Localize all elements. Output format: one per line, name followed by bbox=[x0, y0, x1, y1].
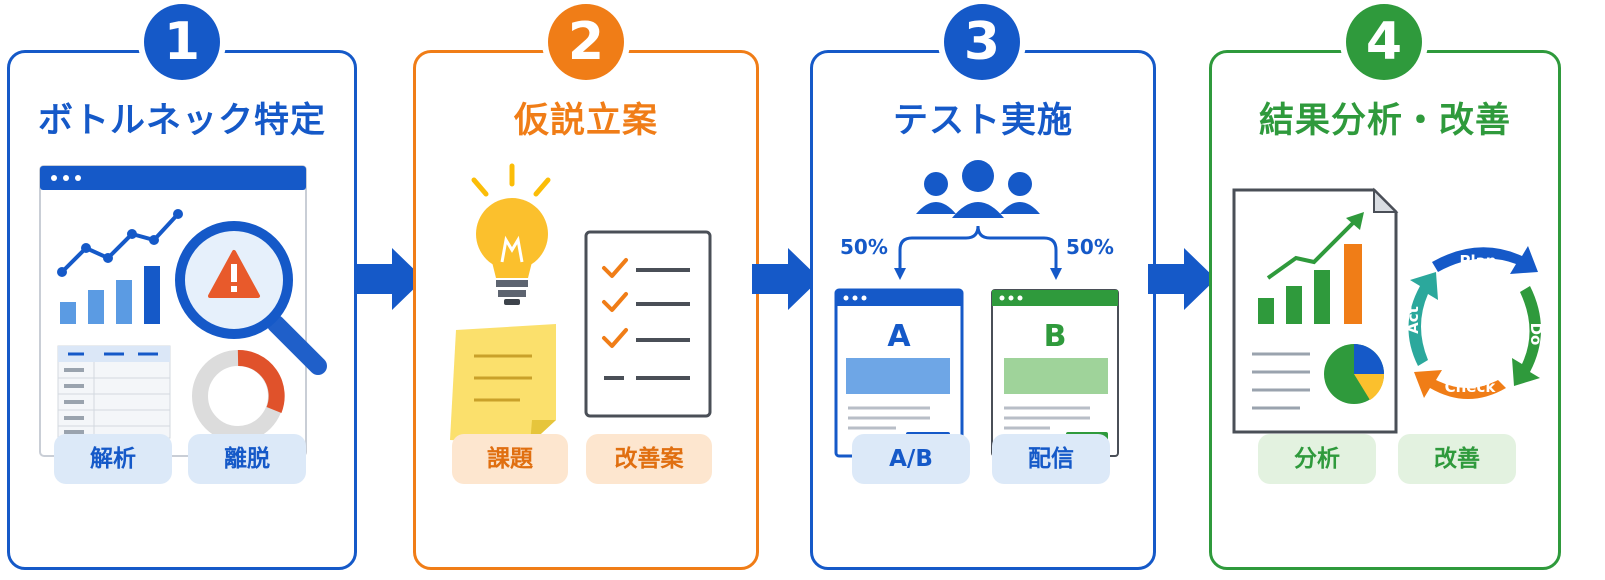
step-2-badge: 2 bbox=[548, 4, 624, 80]
step-2-tag-2: 改善案 bbox=[586, 434, 712, 484]
split-a-label: 50% bbox=[840, 235, 888, 259]
step-4-title: 結果分析・改善 bbox=[1258, 101, 1511, 141]
step-3-tag-1: A/B bbox=[852, 434, 970, 484]
step-2-tag-1: 課題 bbox=[452, 434, 568, 484]
step-4-tag-1: 分析 bbox=[1258, 434, 1376, 484]
users-icon bbox=[916, 160, 1040, 218]
step-1-badge: 1 bbox=[144, 4, 220, 80]
pdca-plan-label: Plan bbox=[1460, 252, 1497, 270]
step-1-tag-2: 離脱 bbox=[188, 434, 306, 484]
ab-test-icon: 50% 50% A B bbox=[834, 160, 1119, 458]
split-b-label: 50% bbox=[1066, 235, 1114, 259]
arrow-right-icon bbox=[1148, 248, 1216, 310]
step-1-tag-1: 解析 bbox=[54, 434, 172, 484]
step-1-title: ボトルネック特定 bbox=[37, 101, 326, 141]
arrow-right-icon bbox=[752, 248, 820, 310]
step-2-title: 仮説立案 bbox=[513, 101, 658, 141]
lightbulb-checklist-icon bbox=[450, 163, 712, 444]
arrow-right-icon bbox=[356, 248, 424, 310]
step-3-title: テスト実施 bbox=[892, 101, 1073, 141]
variant-b-label: B bbox=[1044, 319, 1067, 354]
step-4-badge: 4 bbox=[1346, 4, 1422, 80]
pdca-act-label: Act bbox=[1404, 306, 1422, 334]
variant-a-label: A bbox=[887, 319, 911, 354]
step-3-badge: 3 bbox=[944, 4, 1020, 80]
step-3-tag-2: 配信 bbox=[992, 434, 1110, 484]
step-4-tag-2: 改善 bbox=[1398, 434, 1516, 484]
pdca-check-label: Check bbox=[1445, 378, 1497, 396]
analytics-magnifier-icon bbox=[39, 165, 327, 457]
report-pdca-icon: Plan Do Check Act bbox=[1232, 187, 1545, 434]
pdca-do-label: Do bbox=[1527, 323, 1545, 346]
